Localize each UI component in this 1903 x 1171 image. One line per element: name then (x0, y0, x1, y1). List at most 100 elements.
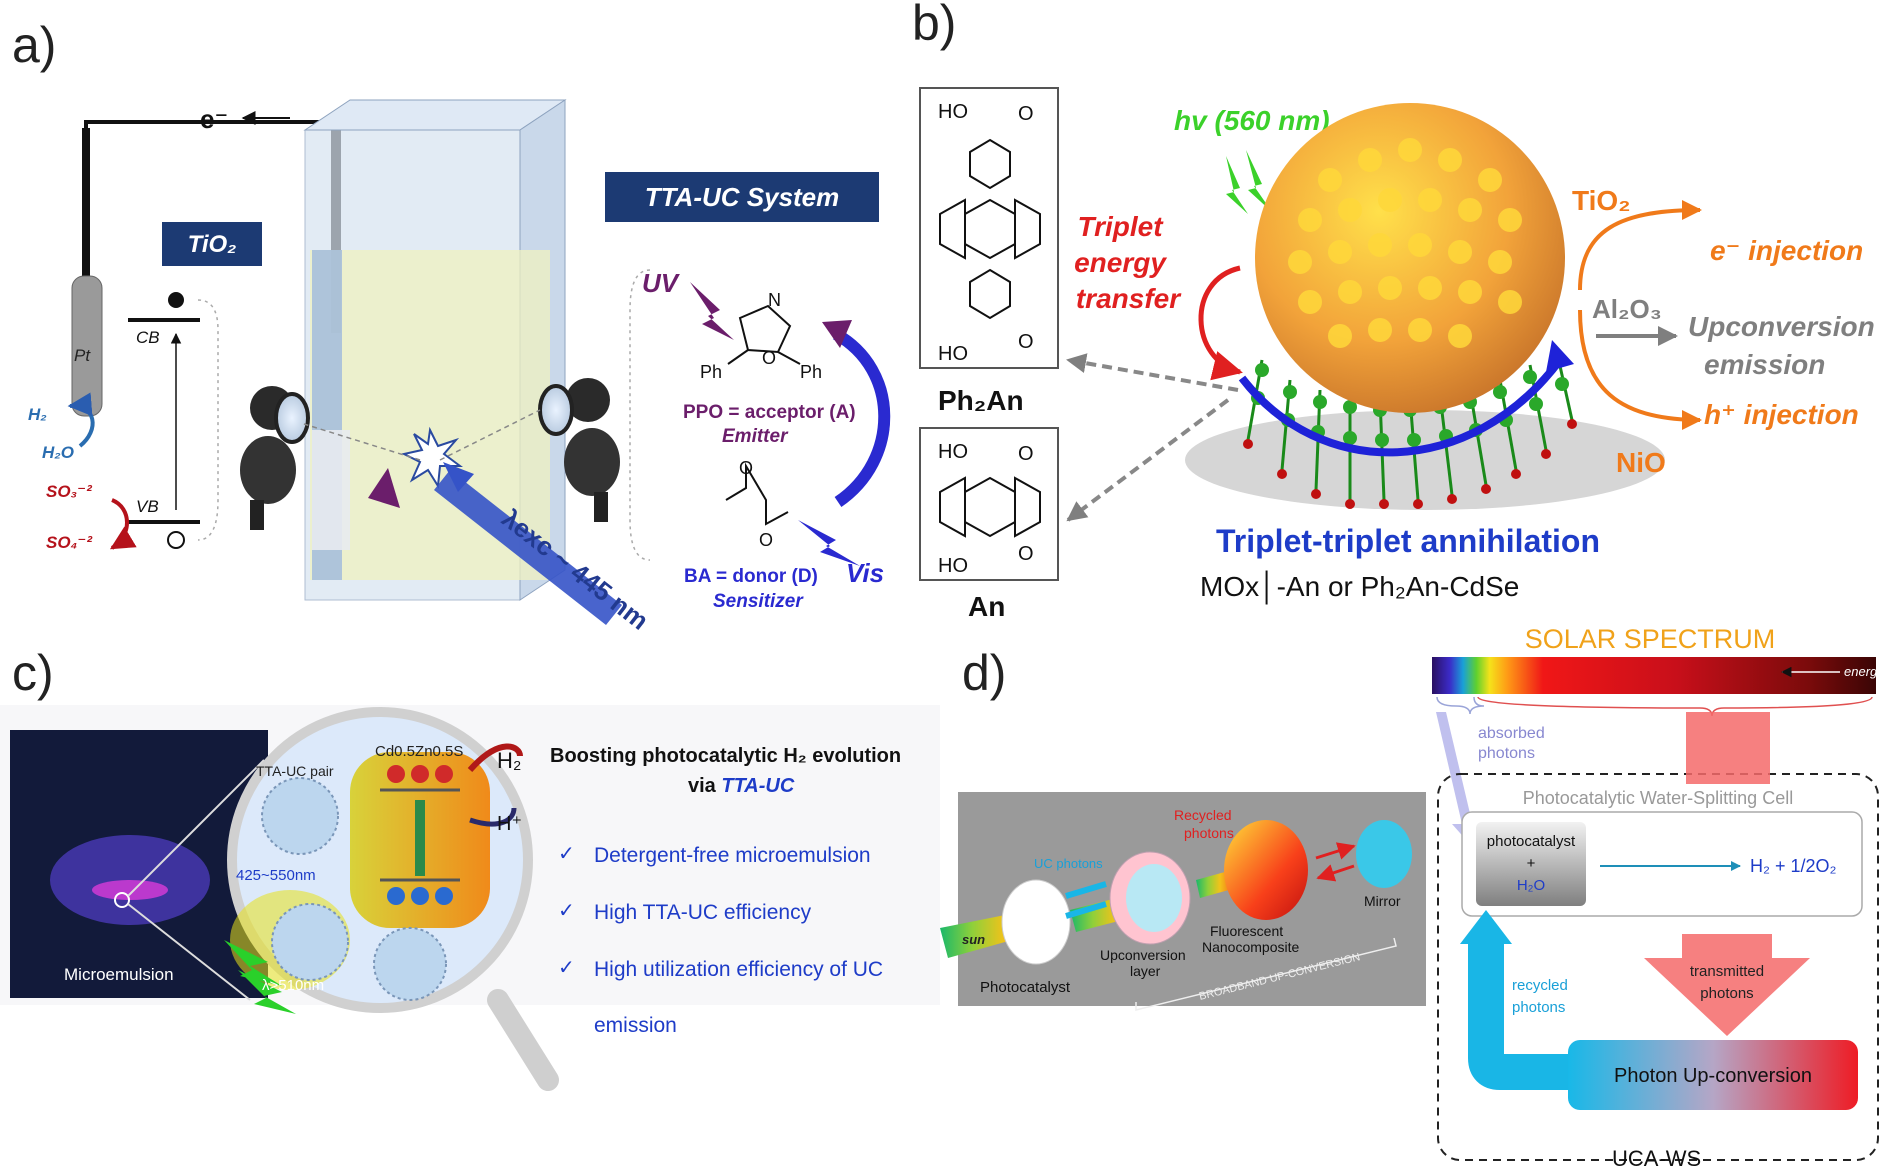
ph2an-ring-top (969, 138, 1011, 190)
an-o-top: O (1018, 443, 1034, 465)
bracket-right (629, 269, 651, 561)
atom-o: O (762, 348, 776, 368)
photo-glow-core (92, 880, 168, 900)
an-box (919, 427, 1059, 581)
ph2an-ho-bottom: HO (938, 343, 968, 365)
ba-line1: BA = donor (D) (684, 566, 818, 587)
panel-a-label: a) (12, 17, 56, 73)
c-title-2-em: TTA-UC (721, 775, 794, 797)
solar-spectrum-bar (1432, 657, 1876, 694)
recycled-photons-1: Recycled (1174, 807, 1232, 823)
photocatalyst-label: photocatalyst (1487, 833, 1576, 850)
sight-line-left (303, 423, 421, 461)
oxazole-ring (738, 304, 792, 354)
observer-left (240, 386, 310, 530)
triplet-arrow (1198, 265, 1243, 381)
an-label: An (968, 591, 1005, 622)
h2-evolution-arrow (467, 743, 523, 773)
panel-a: a) e⁻ Pt TiO₂ CB VB H₂ H₂O SO₃⁻² SO₄⁻² (12, 17, 891, 636)
ph-right: Ph (800, 362, 822, 382)
atom-n: N (768, 290, 781, 310)
h2o-label: H₂O (42, 443, 74, 462)
vis-bolt (798, 520, 860, 566)
ph2an-label: Ph₂An (938, 385, 1024, 416)
ba-skeleton (725, 462, 789, 526)
c-bullet-3: High utilization efficiency of UC (594, 958, 883, 981)
photo-spot (114, 892, 130, 908)
tta-arc-head (1546, 340, 1574, 372)
panel-d-label: d) (962, 645, 1006, 701)
mirror-disc (1356, 820, 1412, 888)
panel-c: c) Microemulsion Cd0.5Zn0.5S TTA-UC pair (0, 645, 940, 1091)
upconv-line1: Upconversion (1688, 311, 1875, 342)
tio2-box (162, 222, 262, 266)
bracket-left (197, 299, 219, 541)
upconv-layer-2: layer (1130, 963, 1161, 979)
uv-label: UV (642, 268, 681, 298)
electron-label: e⁻ (200, 104, 228, 134)
uca-label: UCA-WS (1612, 1146, 1701, 1171)
upconversion-inner (1126, 864, 1182, 932)
electrons (387, 765, 453, 783)
uv-emission (368, 468, 400, 508)
uca-ws-container (1437, 773, 1879, 1161)
ph2an-o-bottom: O (1018, 331, 1034, 353)
recycled-photons-2: photons (1184, 825, 1234, 841)
nio-label: NiO (1616, 447, 1666, 478)
solar-title: SOLAR SPECTRUM (1525, 624, 1776, 654)
bond-left (727, 349, 749, 365)
bond-right (777, 351, 801, 365)
triplet-line2: energy (1074, 247, 1167, 278)
hplus-arrow (469, 807, 517, 827)
c-bullet-2: High TTA-UC efficiency (594, 901, 812, 924)
ph2an-ring-r (1014, 198, 1041, 260)
hplus-label-c: H⁺ (497, 813, 522, 835)
fluor-1: Fluorescent (1210, 923, 1283, 939)
cdzns-label: Cd0.5Zn0.5S (375, 743, 463, 760)
so-arrow (109, 498, 137, 550)
absorbed-2: photons (1478, 745, 1535, 762)
plus-label: + (1527, 855, 1536, 872)
range-label: 425~550nm (236, 867, 316, 884)
an-o-bottom: O (1018, 543, 1034, 565)
cb-label: CB (136, 328, 160, 347)
panel-b-label: b) (912, 0, 956, 51)
microemulsion-label: Microemulsion (64, 965, 174, 984)
panel-d: d) SOLAR SPECTRUM energy absorbed photon… (940, 624, 1885, 1171)
atom-lattice (1288, 138, 1522, 348)
h2-label-c: H₂ (497, 748, 521, 773)
uv-bolt (690, 282, 734, 340)
al2o3-label: Al₂O₃ (1592, 294, 1662, 324)
atom-o-ba2: O (759, 530, 773, 550)
absorbed-1: absorbed (1478, 725, 1545, 742)
sight-line-right (439, 409, 541, 461)
panel-b: b) HO O HO O Ph₂An HO O HO O An hv (560 … (912, 0, 1875, 622)
recycled-arrow-body (1468, 940, 1568, 1090)
transmitted-1: transmitted (1690, 963, 1764, 980)
photocatalyst-box (1476, 822, 1586, 906)
energy-label: energy (1844, 664, 1885, 679)
surface-shadow (1185, 410, 1665, 510)
absorbed-brace (1436, 696, 1485, 715)
excitation-beam (434, 470, 622, 625)
uc-photons-label: UC photons (1034, 856, 1103, 871)
h2-label: H₂ (28, 405, 47, 424)
tta-box (605, 172, 879, 222)
mirror-label: Mirror (1364, 893, 1401, 909)
check-2: ✓ (558, 900, 575, 922)
h-injection-arrow (1578, 309, 1702, 430)
tio2-label: TiO₂ (1572, 185, 1631, 216)
tta-arc (1238, 357, 1564, 457)
mirror-arrow-in (1316, 864, 1355, 882)
atom-o-ba1: O (739, 458, 753, 478)
an-ho-bottom: HO (938, 555, 968, 577)
uc-arrow-2 (1065, 901, 1107, 919)
fluorescent-disc (1224, 820, 1308, 920)
h2-arrow (67, 392, 95, 448)
an-ring-l (939, 476, 966, 538)
ph-left: Ph (700, 362, 722, 382)
vis-label: Vis (846, 558, 884, 588)
e-injection-label: e⁻ injection (1710, 235, 1863, 266)
uc-arrow-1 (1065, 881, 1107, 899)
